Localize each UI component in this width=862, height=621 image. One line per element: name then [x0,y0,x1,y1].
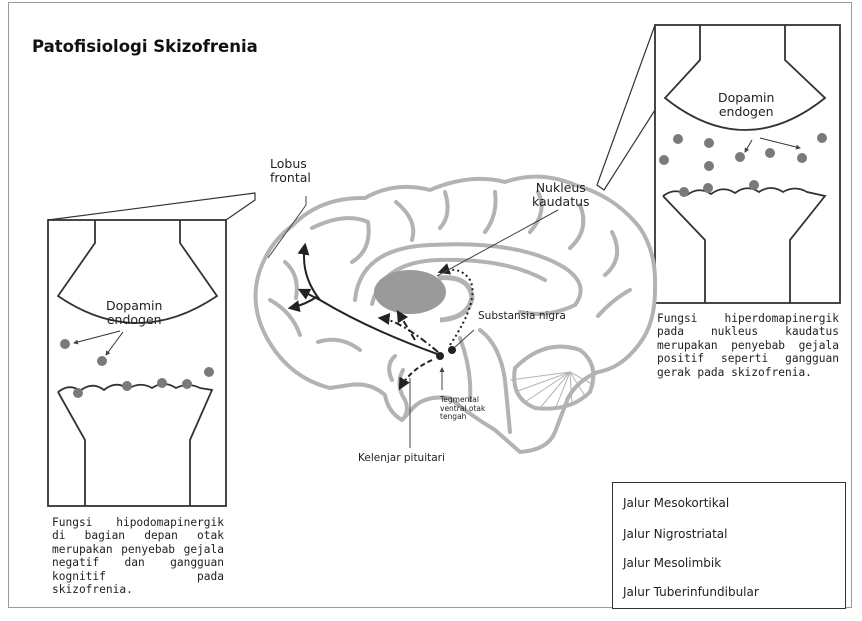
legend-item-mesolimbik: Jalur Mesolimbik [623,556,721,570]
mesolimbic-pathway [380,312,438,352]
substantia-nigra-dot [448,346,456,354]
dopamine-molecule [765,148,775,158]
right-dopamine-dots [659,133,827,197]
dopamine-molecule [182,379,192,389]
cerebellum [510,347,593,409]
label-dopamin-left: Dopamin endogen [106,299,162,328]
dopamine-molecule [749,180,759,190]
dopamine-molecule [817,133,827,143]
label-nukleus-kaudatus: Nukleus kaudatus [532,181,590,210]
legend-box: Jalur Mesokortikal Jalur Nigrostriatal J… [612,482,846,609]
dopamine-molecule [703,183,713,193]
nuclei-dots [436,346,456,360]
description-right: Fungsi hiperdomapinergik pada nukleus ka… [657,312,839,379]
dopamine-molecule [704,138,714,148]
dopamine-molecule [60,339,70,349]
tuberinfundibular-pathway [400,360,432,388]
dopamine-molecule [735,152,745,162]
dopamine-molecule [704,161,714,171]
figure-title: Patofisiologi Skizofrenia [32,37,258,56]
label-dopamin-right: Dopamin endogen [718,91,774,120]
dopamine-molecule [157,378,167,388]
dopamine-molecule [659,155,669,165]
dopamine-molecule [204,367,214,377]
left-synapse-panel [48,193,255,506]
dopamine-molecule [797,153,807,163]
label-substansia-nigra: Substansia nigra [478,310,566,322]
dopamine-molecule [673,134,683,144]
dopamine-molecule [122,381,132,391]
label-tegmental: Tegmental ventral otak tengah [440,396,485,422]
dopamine-molecule [73,388,83,398]
description-left: Fungsi hipodomapinergik di bagian depan … [52,516,224,596]
label-lobus-frontal: Lobus frontal [270,157,311,186]
legend-item-mesokortikal: Jalur Mesokortikal [623,496,729,510]
vta-dot [436,352,444,360]
label-kelenjar-pituitari: Kelenjar pituitari [358,452,445,464]
caudate-nucleus [374,270,472,320]
legend-item-nigrostriatal: Jalur Nigrostriatal [623,527,728,541]
legend-item-tuberinfundibular: Jalur Tuberinfundibular [623,585,759,599]
right-synapse-panel [597,25,840,303]
dopamine-molecule [679,187,689,197]
dopamine-molecule [97,356,107,366]
